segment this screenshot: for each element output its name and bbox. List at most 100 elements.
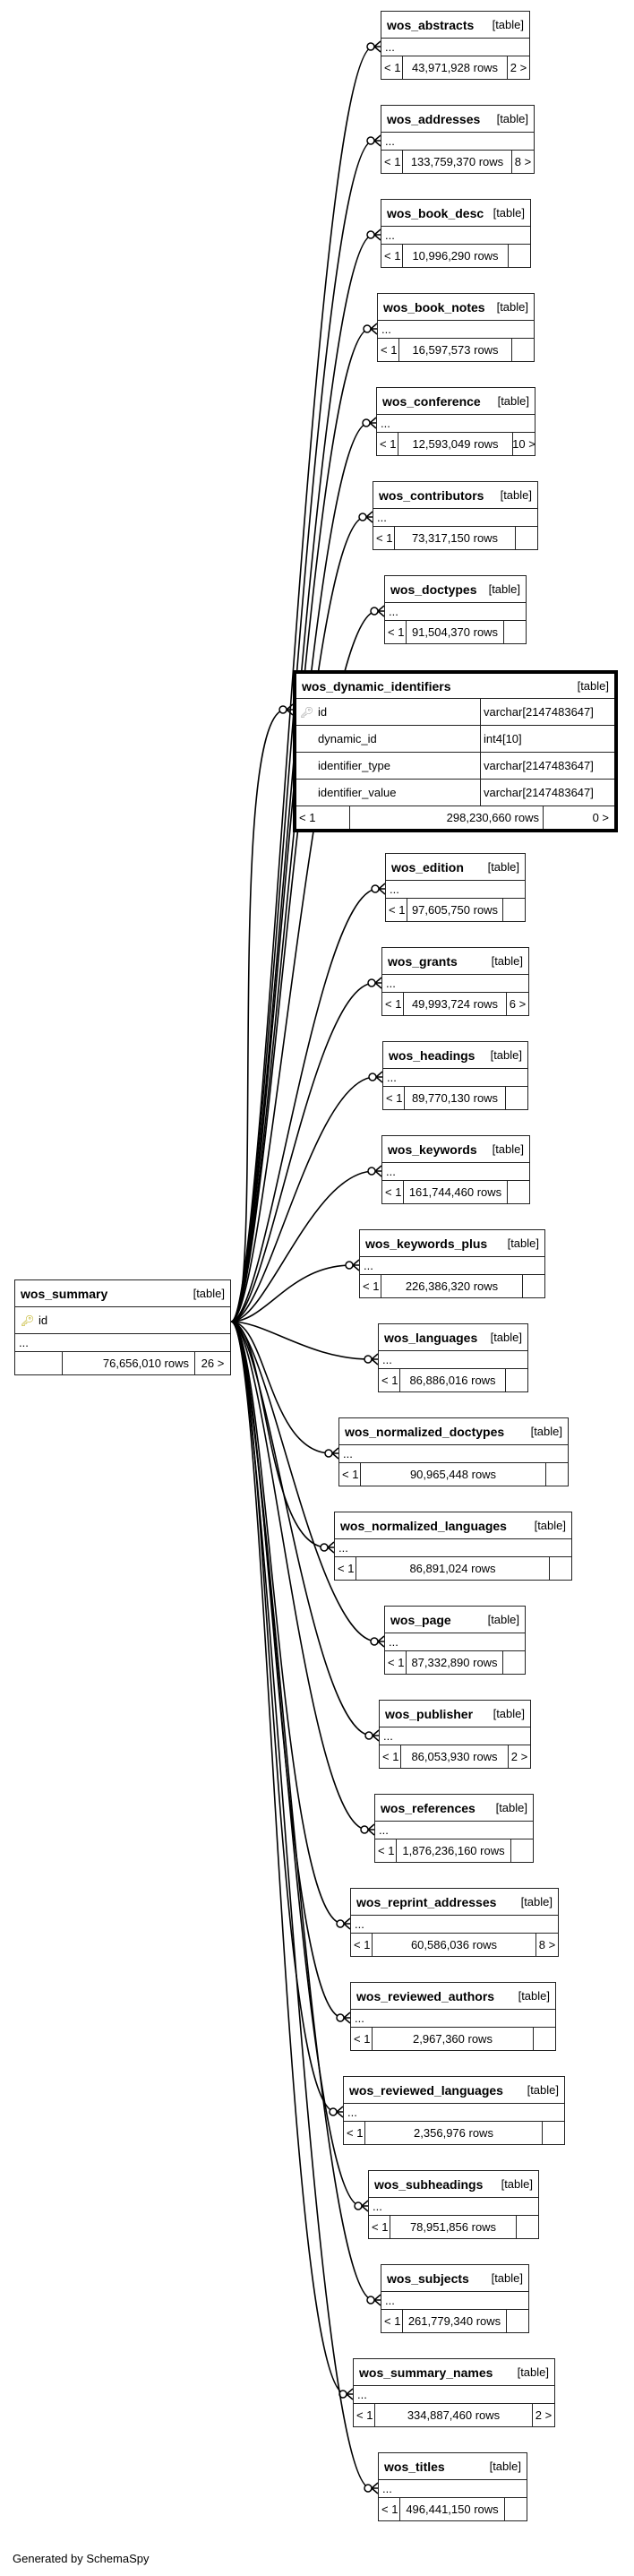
parents-link[interactable]: < 1 bbox=[382, 1181, 404, 1203]
table-name[interactable]: wos_abstracts bbox=[387, 17, 475, 32]
table-name[interactable]: wos_addresses bbox=[387, 111, 481, 126]
parents-link[interactable]: < 1 bbox=[385, 621, 407, 643]
parents-link[interactable]: < 1 bbox=[381, 151, 403, 173]
children-link[interactable] bbox=[510, 1839, 533, 1862]
children-link[interactable]: 2 > bbox=[532, 2404, 554, 2426]
parents-link[interactable]: < 1 bbox=[381, 2310, 403, 2332]
table-name[interactable]: wos_page bbox=[390, 1612, 451, 1627]
children-link[interactable] bbox=[511, 339, 534, 361]
column-row[interactable]: dynamic_id int4[10] bbox=[296, 726, 614, 753]
table-name[interactable]: wos_normalized_doctypes bbox=[345, 1424, 505, 1439]
children-link[interactable]: 2 > bbox=[507, 56, 529, 79]
parents-link[interactable]: < 1 bbox=[386, 899, 407, 921]
children-link[interactable] bbox=[516, 2216, 538, 2238]
parents-link[interactable]: < 1 bbox=[375, 1839, 397, 1862]
table-name[interactable]: wos_summary bbox=[21, 1286, 108, 1301]
table-name[interactable]: wos_grants bbox=[388, 953, 458, 969]
parents-link[interactable]: < 1 bbox=[382, 993, 404, 1015]
children-link[interactable] bbox=[502, 899, 525, 921]
table-name[interactable]: wos_contributors bbox=[379, 487, 484, 503]
children-link[interactable] bbox=[545, 1463, 568, 1486]
children-link[interactable]: 26 > bbox=[194, 1352, 230, 1374]
column-row[interactable]: identifier_type varchar[2147483647] bbox=[296, 753, 614, 780]
children-link[interactable] bbox=[549, 1557, 571, 1580]
table-name[interactable]: wos_reprint_addresses bbox=[356, 1894, 497, 1909]
children-link[interactable] bbox=[515, 527, 537, 549]
children-link[interactable]: 10 > bbox=[512, 433, 535, 455]
parents-link[interactable]: < 1 bbox=[354, 2404, 375, 2426]
children-link[interactable] bbox=[506, 2310, 528, 2332]
table-name[interactable]: wos_book_desc bbox=[387, 205, 484, 220]
column-row[interactable]: identifier_value varchar[2147483647] bbox=[296, 780, 614, 806]
parents-link[interactable]: < 1 bbox=[296, 806, 350, 829]
children-link[interactable] bbox=[508, 245, 530, 267]
parents-link[interactable]: < 1 bbox=[335, 1557, 356, 1580]
children-link[interactable] bbox=[505, 1369, 527, 1391]
parents-link[interactable]: < 1 bbox=[383, 1087, 405, 1109]
parents-link[interactable]: < 1 bbox=[351, 1934, 373, 1956]
table-name[interactable]: wos_reviewed_languages bbox=[349, 2082, 503, 2098]
children-link[interactable]: 6 > bbox=[506, 993, 528, 1015]
children-link[interactable] bbox=[505, 1087, 527, 1109]
children-link[interactable] bbox=[522, 1275, 544, 1297]
parents-link[interactable]: < 1 bbox=[379, 1369, 400, 1391]
parents-link[interactable]: < 1 bbox=[360, 1275, 381, 1297]
table-name[interactable]: wos_headings bbox=[389, 1047, 476, 1063]
table-name[interactable]: wos_subheadings bbox=[374, 2176, 484, 2192]
table-name[interactable]: wos_doctypes bbox=[390, 582, 477, 597]
column-row[interactable]: 🔑︎ id bbox=[15, 1307, 230, 1334]
table-wos-summary[interactable]: wos_summary [table] 🔑︎ id ... 76,656,010… bbox=[14, 1279, 231, 1375]
children-link[interactable] bbox=[502, 1651, 525, 1674]
children-link[interactable]: 2 > bbox=[508, 1745, 530, 1768]
table-name[interactable]: wos_reviewed_authors bbox=[356, 1988, 495, 2003]
table-name[interactable]: wos_normalized_languages bbox=[340, 1518, 507, 1533]
children-link[interactable] bbox=[507, 1181, 529, 1203]
children-link[interactable]: 0 > bbox=[543, 806, 614, 829]
table-name[interactable]: wos_keywords_plus bbox=[365, 1236, 488, 1251]
table-name[interactable]: wos_publisher bbox=[385, 1706, 474, 1721]
parents-link[interactable]: < 1 bbox=[377, 433, 398, 455]
parents-link[interactable]: < 1 bbox=[378, 339, 399, 361]
table-wos-dynamic-identifiers[interactable]: wos_dynamic_identifiers [table] 🔑︎ id va… bbox=[293, 670, 618, 832]
children-link[interactable] bbox=[542, 2122, 564, 2144]
parents-link[interactable]: < 1 bbox=[381, 56, 403, 79]
table-name[interactable]: wos_references bbox=[381, 1800, 476, 1815]
children-link[interactable]: 8 > bbox=[511, 151, 534, 173]
table-name[interactable]: wos_subjects bbox=[387, 2270, 469, 2286]
table-name[interactable]: wos_languages bbox=[384, 1330, 478, 1345]
children-link[interactable]: 8 > bbox=[535, 1934, 558, 1956]
table-name[interactable]: wos_titles bbox=[384, 2459, 445, 2474]
parents-link[interactable]: < 1 bbox=[385, 1651, 407, 1674]
parents-link[interactable]: < 1 bbox=[373, 527, 395, 549]
column-row[interactable]: 🔑︎ id varchar[2147483647] bbox=[296, 699, 614, 726]
table-name[interactable]: wos_summary_names bbox=[359, 2365, 493, 2380]
table-name[interactable]: wos_keywords bbox=[388, 1142, 477, 1157]
parents-link[interactable]: < 1 bbox=[344, 2122, 365, 2144]
parents-link[interactable]: < 1 bbox=[379, 2498, 400, 2520]
